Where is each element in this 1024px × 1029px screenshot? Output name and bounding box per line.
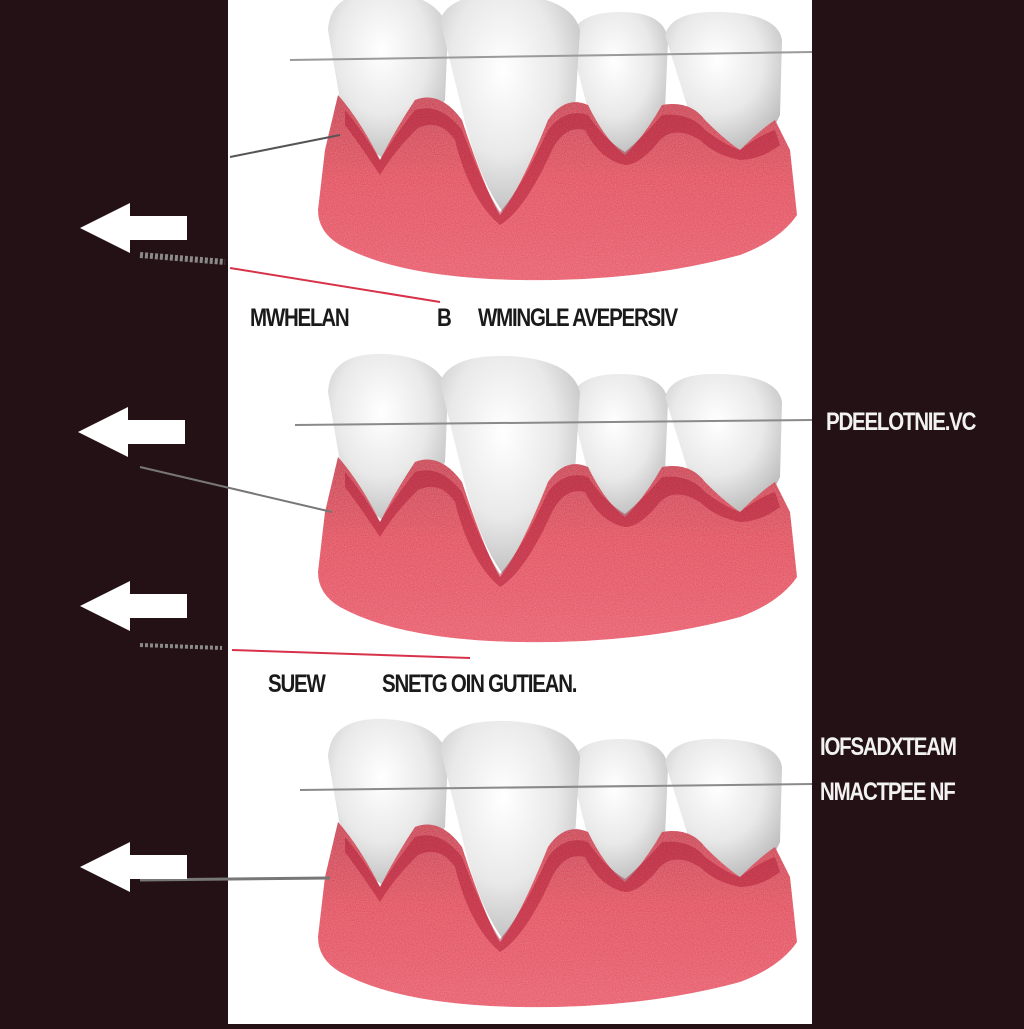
label-row2-side: PDEELOTNIE.VC: [826, 408, 976, 436]
leader-line-red: [231, 649, 471, 659]
jaw-illustration-middle: [318, 354, 797, 642]
leader-tick: [139, 643, 223, 650]
jaw-illustration-top: [318, 0, 797, 280]
label-row3-left: SUEW: [268, 670, 326, 698]
reference-line: [289, 51, 813, 61]
label-row1-right: WMINGLE AVEPERSIV: [478, 304, 678, 332]
reference-line: [299, 783, 813, 791]
label-row1-left: MWHELAN: [250, 304, 350, 332]
right-dark-panel: [812, 0, 1024, 1024]
leader-line: [229, 134, 341, 158]
leader-line: [139, 466, 333, 513]
jaw-illustration-bottom: [318, 719, 797, 1007]
leader-line: [139, 876, 331, 882]
label-row3-right: SNETG OIN GUTIEAN.: [382, 670, 577, 698]
leader-tick: [139, 252, 226, 265]
reference-line: [294, 419, 813, 426]
label-row4-side-line2: NMACTPEE NF: [820, 778, 956, 806]
label-row1-mid: B: [437, 304, 452, 332]
leader-line-red: [229, 267, 441, 303]
label-row4-side-line1: IOFSADXTEAM: [820, 733, 957, 761]
